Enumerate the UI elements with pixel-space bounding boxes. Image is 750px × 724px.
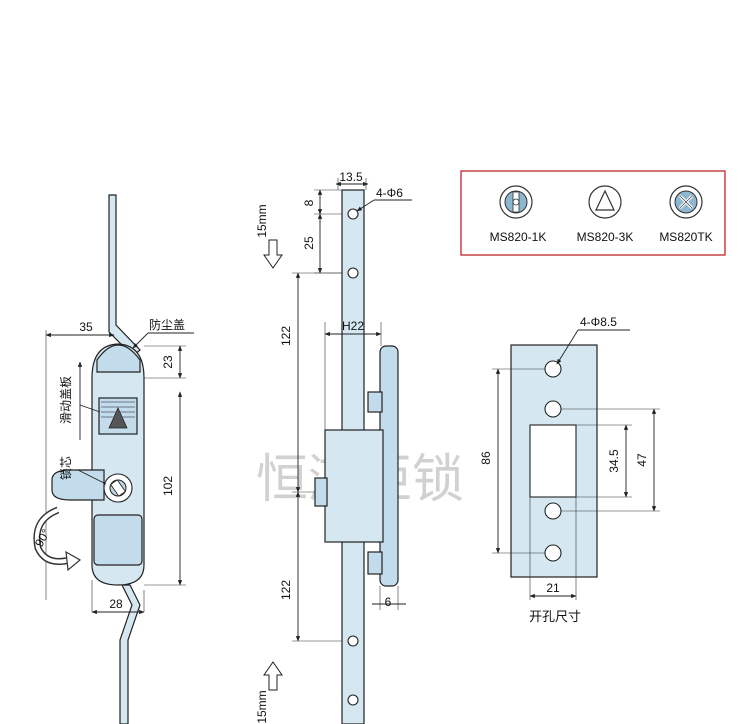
dim-35: 35: [79, 320, 93, 334]
cutout-hole: [544, 360, 562, 378]
dim-6: 6: [385, 595, 392, 609]
bottom-rod: [119, 584, 141, 724]
dim-15mm-bottom: 15mm: [255, 690, 269, 723]
rod-hole: [347, 208, 359, 220]
top-rod: [108, 194, 141, 357]
key-type-label: MS820-3K: [577, 230, 634, 244]
arrow-up-icon: [263, 661, 283, 691]
lock-housing: [324, 429, 384, 543]
rect-cutout: [529, 424, 577, 498]
dim-15mm-top: 15mm: [255, 204, 269, 237]
dim-23: 23: [161, 355, 175, 369]
dim-4-phi6: 4-Φ6: [376, 186, 403, 200]
dust-cover: [96, 344, 141, 373]
dim-34-5: 34.5: [607, 449, 621, 473]
dim-86: 86: [479, 451, 493, 465]
dim-47: 47: [635, 453, 649, 467]
dim-102: 102: [161, 476, 175, 496]
key-type-label: MS820TK: [659, 230, 712, 244]
dim-122-bottom: 122: [279, 580, 293, 600]
slot-key-icon: [499, 185, 533, 219]
arrow-down-icon: [263, 239, 283, 269]
cutout-hole: [544, 400, 562, 418]
cutout-caption: 开孔尺寸: [529, 610, 581, 625]
dim-28: 28: [109, 597, 123, 611]
dim-21: 21: [546, 581, 560, 595]
key-core-side: [314, 477, 328, 507]
rod-hole: [347, 694, 359, 706]
key-type-label: MS820-1K: [490, 230, 547, 244]
fixing-screw-bottom: [367, 551, 383, 575]
cross-key-icon: [669, 185, 703, 219]
cutout-hole: [544, 544, 562, 562]
rod-hole: [347, 267, 359, 279]
handle-lever: [51, 469, 105, 501]
dim-122-top: 122: [279, 326, 293, 346]
label-sliding-cover: 滑动盖板: [59, 376, 73, 424]
label-dust-cover: 防尘盖: [149, 317, 185, 332]
triangle-key-icon: [588, 185, 622, 219]
dim-h22: H22: [342, 319, 364, 333]
lower-body: [93, 514, 143, 566]
key-types-panel: MS820-1K MS820-3K MS820TK: [460, 170, 726, 256]
rod-hole: [347, 635, 359, 647]
cutout-hole: [544, 502, 562, 520]
dim-13-5: 13.5: [339, 170, 363, 184]
right-view-cutout: 4-Φ8.5 86 34.5 47 21 开孔尺寸: [479, 315, 660, 625]
dim-8: 8: [302, 199, 316, 206]
left-view-front-lock: 35 防尘盖 23 102 滑动盖板 锁芯 90° 28: [32, 194, 194, 724]
middle-view-side-lock: 13.5 4-Φ6 8 25 15mm H22 122 122 6: [255, 170, 412, 724]
dim-4-phi8-5: 4-Φ8.5: [580, 315, 617, 329]
dim-25: 25: [302, 236, 316, 250]
label-key-core: 锁芯: [58, 456, 73, 480]
fixing-screw-top: [367, 391, 383, 413]
triangle-mark-icon: [108, 407, 128, 429]
